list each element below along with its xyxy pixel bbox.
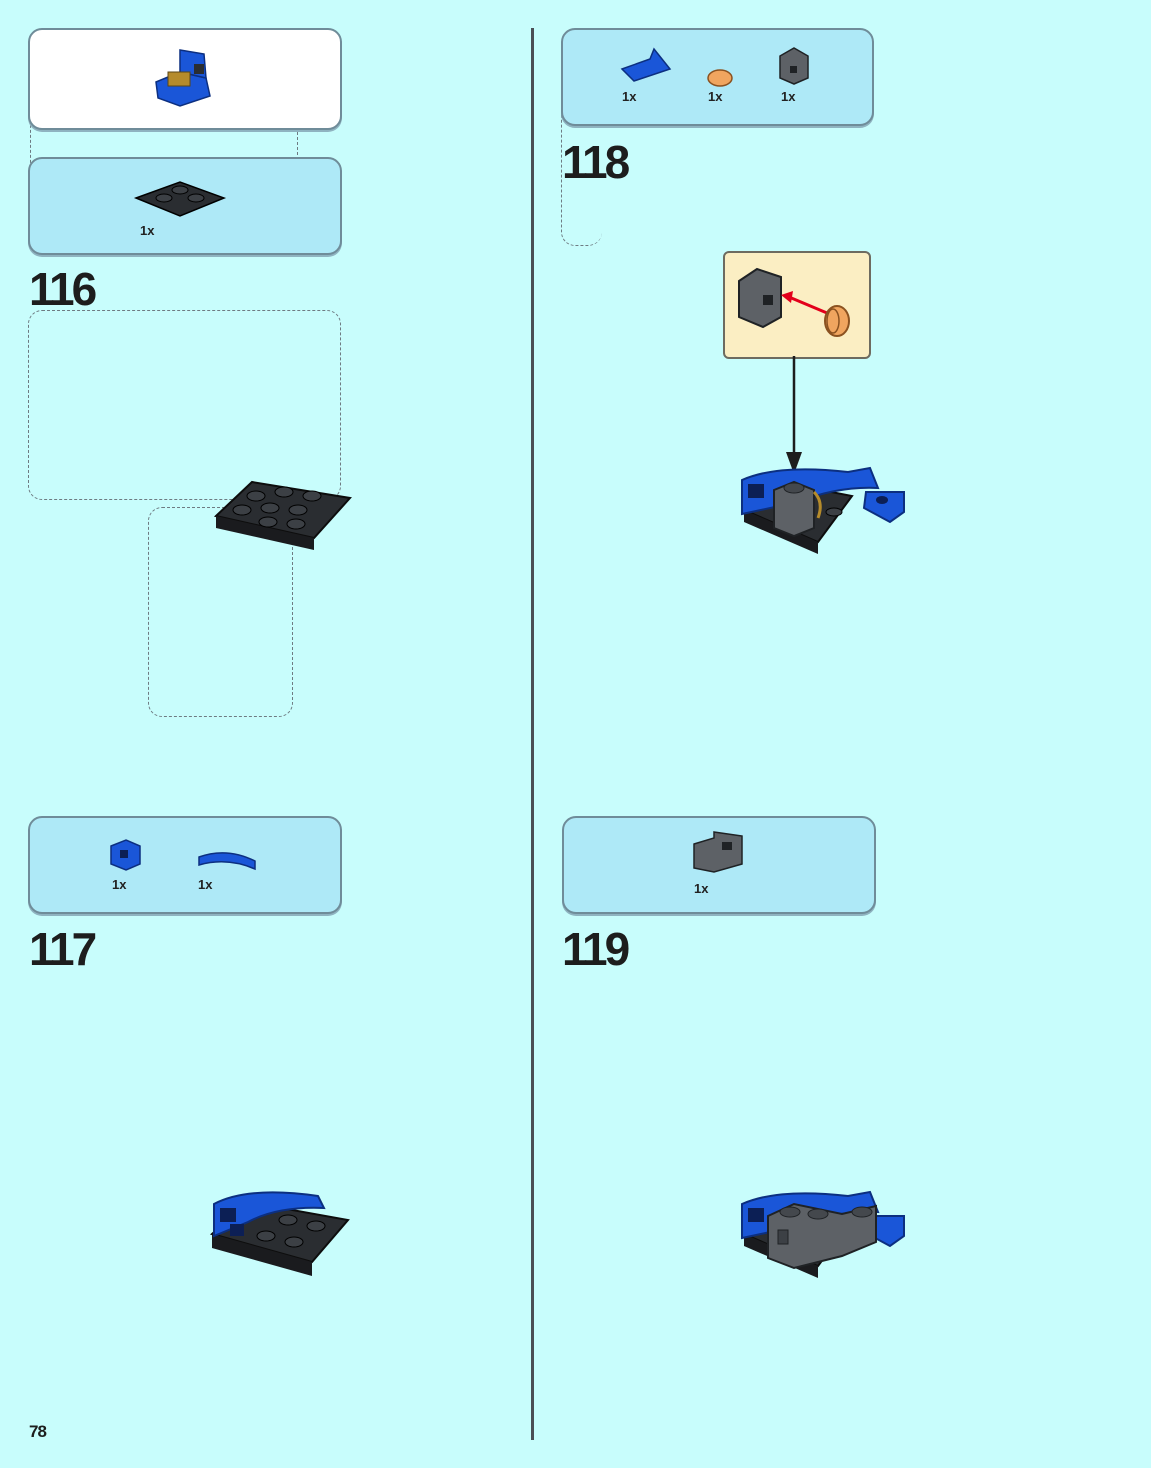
step-116-black-plate-icon (133, 181, 227, 217)
ghost-frame-middle (28, 310, 341, 500)
step-117-number: 117 (29, 923, 97, 975)
step-118-part-qty-2: 1x (708, 89, 723, 104)
page-divider (531, 28, 534, 1440)
step-116-number: 116 (29, 263, 97, 315)
step-118-callout-illustration (738, 267, 850, 337)
step-118-placement-arrow (786, 356, 802, 474)
step-119-dark-gray-brick-icon (693, 831, 743, 873)
step-116-assembly-illustration (213, 480, 352, 550)
ghost-frame-lower (148, 507, 293, 717)
step-118-blue-wedge-icon (620, 47, 672, 82)
step-118-dark-gray-brick-icon (779, 47, 809, 85)
step-118-assembly-illustration (741, 466, 905, 554)
step-117-assembly-illustration (209, 1191, 350, 1276)
step-118-orange-round-tile-icon (707, 69, 733, 87)
step-117-blue-brick-icon (110, 839, 141, 871)
step-116-previous-assembly-icon (155, 49, 211, 107)
step-118-number: 118 (562, 136, 630, 188)
step-118-part-qty-1: 1x (622, 89, 637, 104)
step-117-parts-box (28, 816, 342, 914)
step-117-part-qty-2: 1x (198, 877, 213, 892)
step-117-part-qty-1: 1x (112, 877, 127, 892)
step-119-assembly-illustration (741, 1190, 905, 1278)
step-119-part-qty: 1x (694, 881, 709, 896)
step-118-part-qty-3: 1x (781, 89, 796, 104)
page-number: 78 (29, 1422, 47, 1441)
step-117-blue-curved-slope-icon (198, 852, 256, 871)
step-119-number: 119 (562, 923, 630, 975)
step-116-part-qty: 1x (140, 223, 155, 238)
